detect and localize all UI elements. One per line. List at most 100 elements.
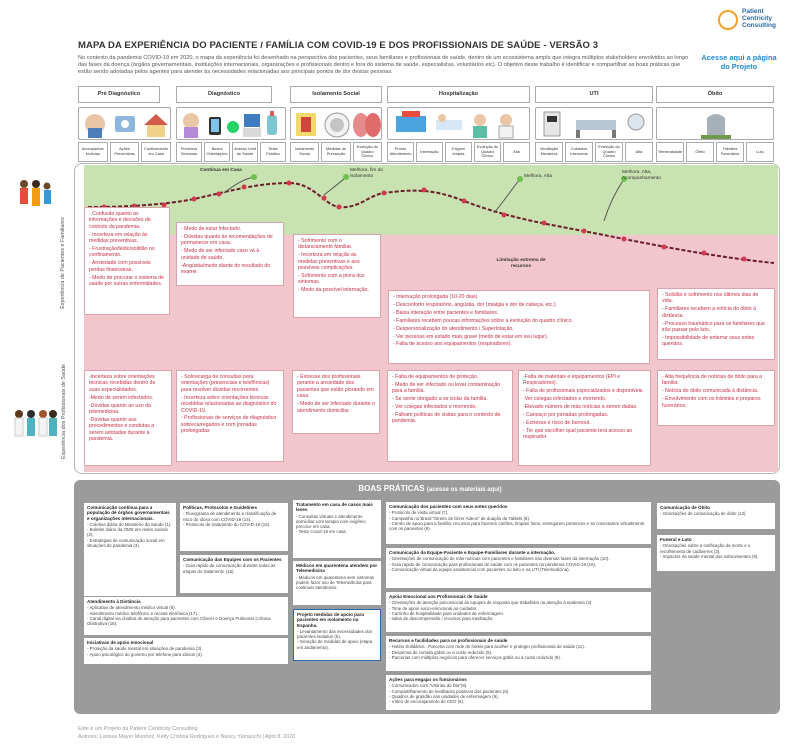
practice-item: - Despensa de comida grátis ou a custo r… — [389, 649, 493, 655]
practice-item: - salas de descompressão / recursos para… — [389, 616, 494, 622]
card-item: - Familiares recebem poucas informações … — [393, 317, 573, 324]
label-continua: Continua em Casa — [200, 168, 242, 173]
practice-item: - Carrinho de hospitalidade para unidade… — [389, 610, 504, 616]
card-item: -Dúvidas quanto ao uso da telemedicina. — [89, 402, 152, 416]
practice-item: - Hotéis Solidários : Parceria com rede … — [389, 644, 585, 650]
card-item: - Confusão quanto às informações e decis… — [89, 211, 151, 230]
lane-label-professionals: Experiência dos Profissionais de Saúde — [61, 364, 67, 459]
practice-title[interactable]: Atendimento à Distância — [87, 599, 141, 604]
card-item: - Sofrimento com a piora dos sintomas. — [298, 273, 365, 286]
journey-step: Acompanhar Notícias — [78, 142, 108, 162]
label-melhora-acompanhamento: Melhora, Alta, Acompanhamento — [622, 170, 661, 181]
practice-block: Comunicação de Óbito- Orientações de com… — [657, 503, 775, 529]
pro-card-hospitalizacao: - Falta de equipamentos de proteção.- Me… — [387, 370, 513, 462]
pro-card-uti: -Falta de materiais e equipamentos (EPI … — [518, 370, 651, 466]
practice-block: Funeral e Luto- Orientações sobre a noti… — [657, 535, 775, 571]
journey-step: Busca Orientações — [204, 142, 230, 162]
illustration-diagnostico — [176, 107, 286, 140]
practice-title[interactable]: Comunicação dos pacientes com seus entes… — [389, 504, 508, 509]
practice-block: Projeto medidas de apoio para pacientes … — [293, 609, 381, 661]
illustration-obito — [656, 107, 774, 140]
practice-item: - Canal digital via chatbot de atenção p… — [87, 615, 271, 627]
practice-item: - Time de apoio socio-emocional ao cuida… — [389, 605, 478, 611]
practice-item: - Estratégias de comunicação social em s… — [87, 537, 165, 549]
card-item: - Falham políticas de visitas para o con… — [392, 412, 501, 425]
practice-item: - Consultas virtuais e atendimento domic… — [296, 513, 366, 530]
journey-step: Terminalidade — [656, 142, 684, 162]
card-item: - Alta frequência de notícias de óbito p… — [662, 374, 763, 387]
practice-item: - Apoio psicológico do governo por telef… — [87, 651, 203, 657]
practice-block: Recursos e facilidades para os profissio… — [386, 636, 651, 671]
card-item: - Processo traumático para os familiares… — [662, 320, 765, 334]
practice-block: Médicos em quarentena atendem por Teleme… — [293, 561, 381, 605]
practice-item: - Protocolo de visita virtual (7). — [389, 510, 449, 516]
project-page-link[interactable]: Acesse aqui a página do Projeto — [701, 53, 777, 71]
practice-title[interactable]: Políticas, Protocolos e Guidelines — [183, 505, 258, 510]
card-item: - Sofrimento com o distanciamento famili… — [298, 238, 353, 251]
practice-title[interactable]: Ações para engajar os funcionários — [389, 677, 467, 682]
page-title: MAPA DA EXPERIÊNCIA DO PACIENTE / FAMÍLI… — [78, 40, 599, 51]
pro-card-pre-diagnostico: -Incerteza sobre orientações técnicas re… — [84, 370, 172, 466]
journey-step: Evolução do Quadro Clínico — [474, 142, 501, 162]
practice-title[interactable]: Iniciativas de apoio emocional — [87, 640, 154, 645]
practice-item: - Aplicativo de atendimento médico virtu… — [87, 605, 176, 611]
practice-title[interactable]: Apoio Emocional aos Profissionais de Saú… — [389, 594, 488, 599]
pain-card-obito: - Solidão e sofrimento nos últimos dias … — [657, 288, 775, 360]
practice-item: - Orientações de comunicação de más notí… — [389, 556, 610, 562]
practice-item: - Guia rápido de comunicação durante tod… — [183, 563, 276, 574]
practice-item: - Orientações de atenção psicossocial às… — [389, 600, 593, 606]
practice-title[interactable]: Tratamento em casa de casos mais leves — [296, 502, 373, 513]
journey-step: Evolução do Quadro Clínico — [595, 142, 623, 162]
practice-block: Comunicação contínua para a população de… — [84, 503, 176, 596]
pro-card-isolamento: - Estresse dos profissionais perante a a… — [292, 370, 380, 434]
card-item: -Incerteza sobre orientações técnicas re… — [89, 374, 156, 393]
journey-curve — [87, 174, 775, 264]
practice-block: Comunicação das Equipes com os Pacientes… — [180, 555, 288, 593]
practice-item: - Guia rápido de comunicação para profis… — [389, 561, 597, 567]
card-item: - Medo de estar infectado. — [181, 226, 242, 232]
card-item: -Medo de serem infectados. — [89, 394, 154, 401]
practice-title[interactable]: Comunicação contínua para a população de… — [87, 505, 170, 521]
practice-item: - Médicos em quarentena sem sintomas pod… — [296, 574, 375, 591]
practice-block: Políticas, Protocolos e Guidelines- Flux… — [180, 503, 288, 551]
practice-item: - Parcerias com múltiplos negócios para … — [389, 654, 562, 660]
practice-block: Atendimento à Distância- Aplicativo de a… — [84, 597, 288, 635]
phase-uti: UTI — [535, 86, 653, 103]
practice-title[interactable]: Médicos em quarentena atendem por Teleme… — [296, 563, 378, 574]
card-item: -Ver colegas infectados e morrendo. — [523, 396, 607, 403]
footer: Este é um Projeto da Patient Centricity … — [78, 725, 295, 741]
journey-step: Ações Preventivas — [109, 142, 140, 162]
card-item: - Incerteza em relação às medidas preven… — [89, 231, 148, 245]
card-item: - Despersonalização do atendimento / Sup… — [393, 325, 514, 332]
journey-step: Ventilação Mecânica — [535, 142, 563, 162]
practice-title[interactable]: Funeral e Luto — [660, 537, 692, 542]
card-item: - Estresse dos profissionais perante a a… — [297, 374, 374, 400]
logo-icon — [718, 10, 738, 30]
practice-item: - Teste Covid-19 em casa — [296, 529, 346, 535]
practice-item: - Impactos na saúde mental dos sobrevive… — [660, 553, 759, 559]
practice-title[interactable]: Comunicação da Equipe-Paciente e Equipe-… — [389, 550, 556, 555]
brand-logo: Patient Centricity Consulting — [718, 8, 788, 38]
card-item: -Angústia/medo diante do resultado do ex… — [181, 262, 271, 275]
practice-title[interactable]: Comunicação das Equipes com os Pacientes — [183, 557, 282, 562]
practice-title[interactable]: Comunicação de Óbito — [660, 505, 711, 510]
card-item: - Falta de equipamentos de proteção. — [392, 374, 479, 380]
pain-card-isolamento: - Sofrimento com o distanciamento famili… — [293, 234, 381, 318]
pro-card-obito: - Alta frequência de notícias de óbito p… — [657, 370, 775, 426]
practice-item: - Proteção da saúde mental em situações … — [87, 646, 203, 652]
card-item: - Solidão e sofrimento nos últimos dias … — [662, 292, 759, 305]
footer-authors: Autores: Larissa Mayer Munhoz, Kelly Cri… — [78, 734, 296, 740]
logo-text: Patient Centricity Consulting — [742, 8, 776, 29]
card-item: - Se sente obrigado a se isolar da famíl… — [392, 396, 488, 403]
practice-block: Tratamento em casa de casos mais leves- … — [293, 500, 381, 558]
good-practices-header[interactable]: BOAS PRÁTICAS (acesse os materiais aqui) — [358, 484, 502, 493]
practice-title[interactable]: Projeto medidas de apoio para pacientes … — [297, 612, 364, 628]
journey-step: Teste Positivo — [260, 142, 286, 162]
journey-step: Óbito — [686, 142, 714, 162]
card-item: - Medo de procurar o sistema de saúde po… — [89, 274, 164, 288]
practice-title[interactable]: Recursos e facilidades para os profissio… — [389, 638, 508, 643]
journey-step: Confinamento em Casa — [141, 142, 171, 162]
card-item: - Falta de acesso aos equipamentos (resp… — [393, 341, 512, 348]
practice-item: - Atendimento médico telefônico e receit… — [87, 610, 199, 616]
journey-step: Internação — [416, 142, 443, 162]
